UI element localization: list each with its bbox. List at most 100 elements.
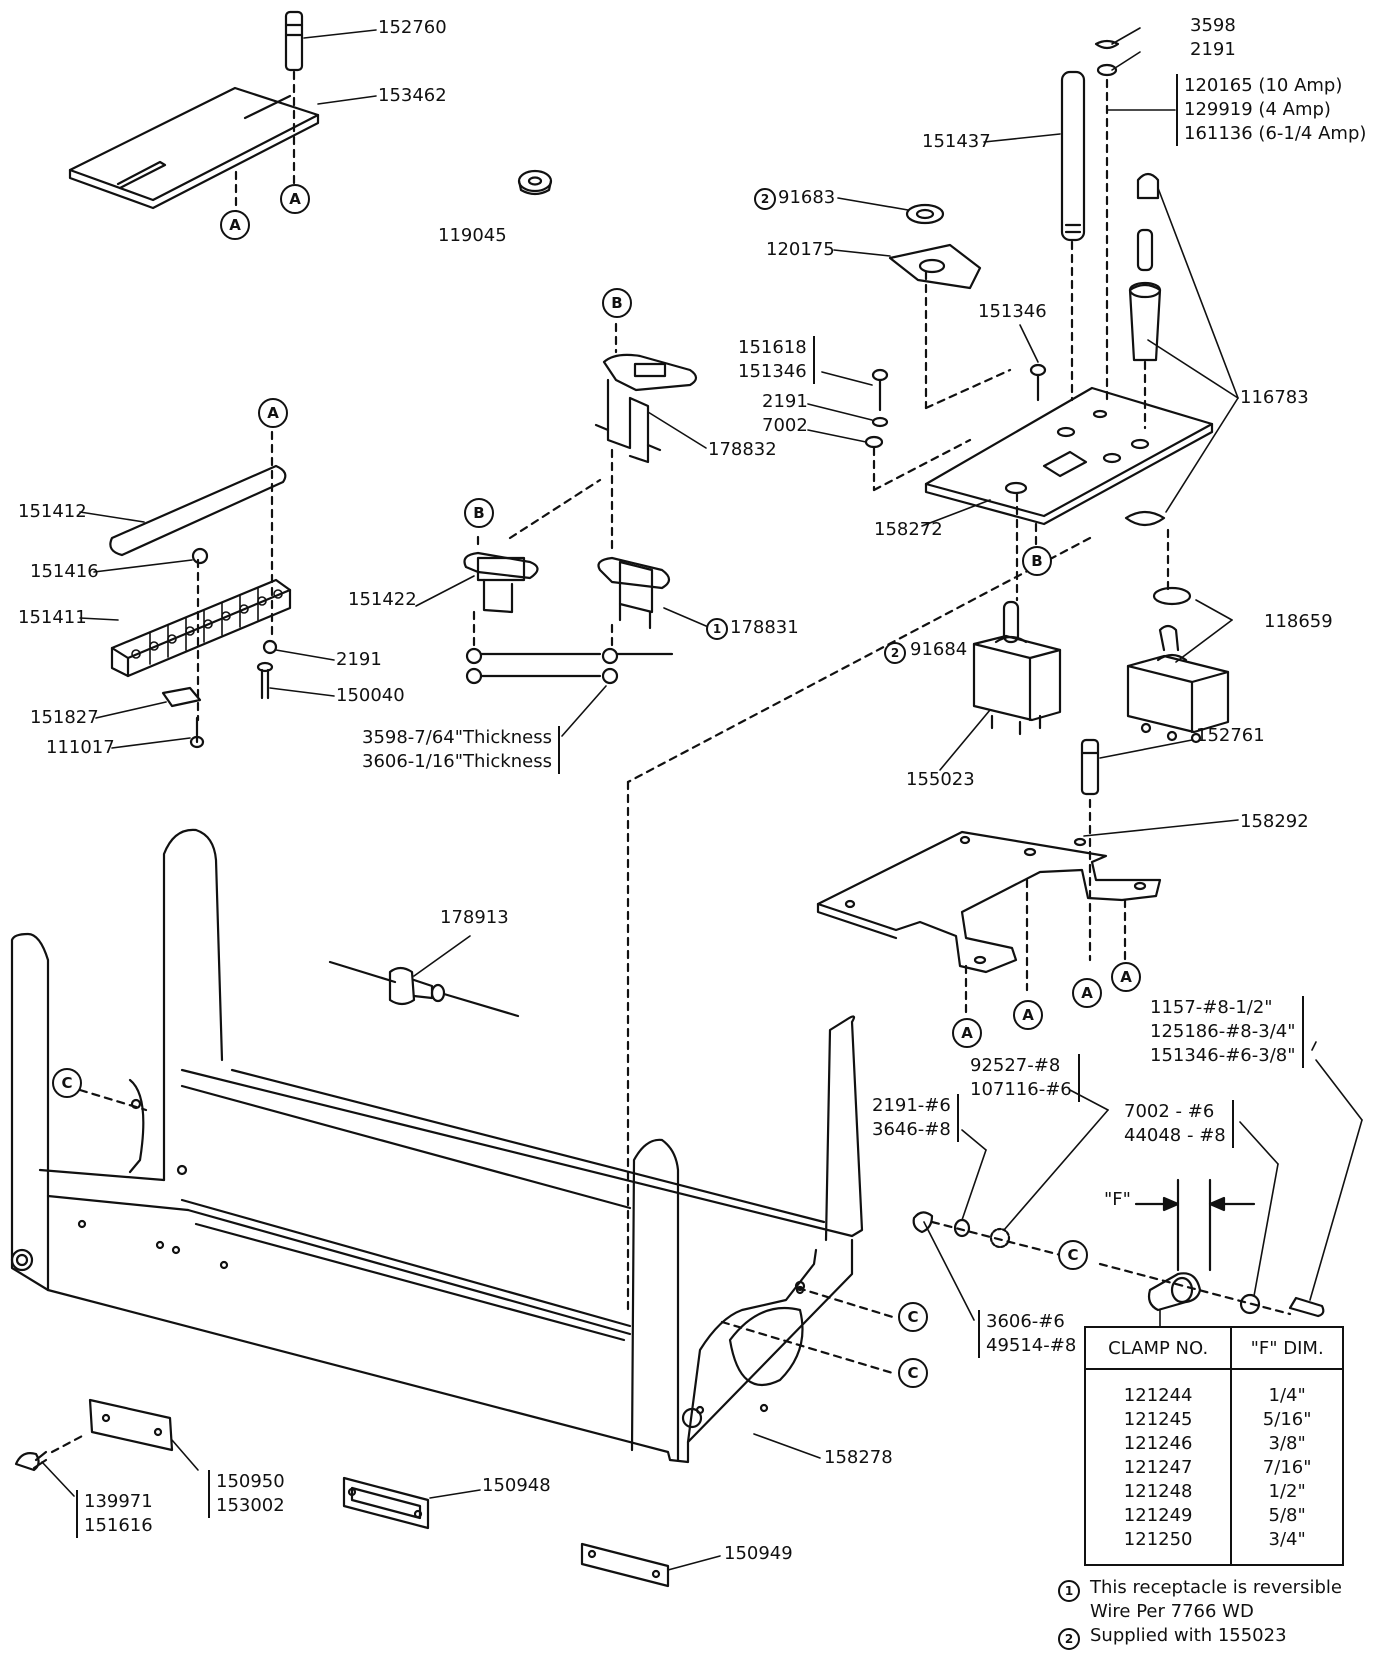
label-158272: 158272: [874, 519, 943, 540]
label-178831: 178831: [730, 617, 799, 638]
screw-139971-drawing: [14, 1450, 48, 1472]
label-119045: 119045: [438, 225, 507, 246]
note1-line1: This receptacle is reversible: [1090, 1577, 1342, 1598]
callout-c-1: C: [52, 1068, 82, 1098]
label-151618: 151618: [738, 337, 807, 358]
clamp-no-cell: 121246: [1085, 1432, 1233, 1456]
label-150040: 150040: [336, 685, 405, 706]
label-3646-8: 3646-#8: [872, 1119, 951, 1140]
toggle-switch-118659-drawing: [1126, 586, 1230, 744]
label-178913: 178913: [440, 907, 509, 928]
label-150950: 150950: [216, 1471, 285, 1492]
column-header-clamp-no: CLAMP NO.: [1085, 1327, 1233, 1370]
screw-group-151618: 151618 151346: [738, 336, 815, 384]
callout-c-3: C: [898, 1302, 928, 1332]
label-2191-mid: 2191: [762, 391, 808, 412]
washer-group-b: 7002 - #6 44048 - #8: [1124, 1100, 1234, 1148]
label-3598-thickness: 3598-7/64"Thickness: [362, 727, 552, 748]
label-158292: 158292: [1240, 811, 1309, 832]
fuse-rating-6amp: 161136 (6-1/4 Amp): [1184, 123, 1367, 144]
label-107116: 107116-#6: [970, 1079, 1072, 1100]
table-row: 121249 5/8": [1085, 1504, 1343, 1528]
label-2191-top: 2191: [1190, 39, 1236, 60]
callout-a-3: A: [258, 398, 288, 428]
label-158278: 158278: [824, 1447, 893, 1468]
label-111017: 111017: [46, 737, 115, 758]
fuse-rating-10amp: 120165 (10 Amp): [1184, 75, 1343, 96]
note1-marker-178831: 1: [706, 618, 728, 640]
label-152761: 152761: [1196, 725, 1265, 746]
screw-151618-drawing: [871, 368, 889, 412]
f-dim-cell: 3/4": [1268, 1529, 1306, 1550]
hardware-row-c-drawing: [912, 1178, 1325, 1318]
label-120175: 120175: [766, 239, 835, 260]
fuse-rating-4amp: 129919 (4 Amp): [1184, 99, 1331, 120]
callout-c-4: C: [898, 1358, 928, 1388]
bracket-178832-drawing: [594, 353, 698, 464]
label-118659: 118659: [1264, 611, 1333, 632]
callout-c-2: C: [1058, 1240, 1088, 1270]
label-151827: 151827: [30, 707, 99, 728]
label-178832: 178832: [708, 439, 777, 460]
label-153002: 153002: [216, 1495, 285, 1516]
callout-a-1: A: [220, 210, 250, 240]
fuse-ratings-group: 120165 (10 Amp) 129919 (4 Amp) 161136 (6…: [1176, 74, 1366, 146]
label-151412: 151412: [18, 501, 87, 522]
plate-153462-drawing: [68, 86, 320, 210]
chassis-158278-drawing: [10, 828, 864, 1464]
clip-151827-drawing: [161, 686, 202, 708]
label-7002-mid: 7002: [762, 415, 808, 436]
label-150949: 150949: [724, 1543, 793, 1564]
nut-151416-drawing: [191, 547, 209, 565]
column-header-f-dim: "F" DIM.: [1231, 1327, 1343, 1370]
f-dim-label: "F": [1104, 1189, 1131, 1210]
screw-group-right: 1157-#8-1/2" 125186-#8-3/4" 151346-#6-3/…: [1150, 996, 1304, 1068]
label-151437: 151437: [922, 131, 991, 152]
label-91683: 91683: [778, 187, 836, 208]
post-151437-drawing: [1060, 70, 1086, 242]
callout-a-5: A: [1111, 962, 1141, 992]
label-7002-6: 7002 - #6: [1124, 1101, 1215, 1122]
callout-a-6: A: [1013, 1000, 1043, 1030]
screw-150040-drawing: [256, 661, 274, 700]
screw-111017-drawing: [189, 716, 205, 749]
label-152760: 152760: [378, 17, 447, 38]
clamp-no-cell: 121248: [1085, 1480, 1233, 1504]
label-151411: 151411: [18, 607, 87, 628]
label-116783: 116783: [1240, 387, 1309, 408]
label-151616: 151616: [84, 1515, 153, 1536]
f-dim-cell: 1/2": [1268, 1481, 1306, 1502]
clamp-no-cell: 121250: [1085, 1528, 1233, 1565]
callout-b-2: B: [464, 498, 494, 528]
label-151416: 151416: [30, 561, 99, 582]
washer-2191-drawing: [262, 639, 278, 655]
label-44048-8: 44048 - #8: [1124, 1125, 1226, 1146]
toggle-switch-155023-drawing: [972, 600, 1062, 736]
washer-91683-drawing: [905, 203, 945, 225]
clamp-no-cell: 121249: [1085, 1504, 1233, 1528]
label-3598-top: 3598: [1190, 15, 1236, 36]
callout-a-4: A: [1072, 978, 1102, 1008]
label-2191-6: 2191-#6: [872, 1095, 951, 1116]
callout-b-1: B: [602, 288, 632, 318]
f-dim-cell: 5/8": [1268, 1505, 1306, 1526]
note2-marker: 2: [1058, 1628, 1080, 1650]
label-155023: 155023: [906, 769, 975, 790]
fuse-holder-116783-drawing: [1124, 172, 1166, 527]
standoff-152760-drawing: [284, 10, 304, 72]
terminal-block-151411-drawing: [110, 578, 292, 678]
note1-marker: 1: [1058, 1580, 1080, 1602]
plate-158272-drawing: [924, 386, 1214, 526]
label-91684: 91684: [910, 639, 968, 660]
label-151346-alt: 151346: [738, 361, 807, 382]
left-screw-group: 139971 151616: [76, 1490, 153, 1538]
washer-2191-top-drawing: [1096, 63, 1118, 77]
label-2191-left: 2191: [336, 649, 382, 670]
thickness-group: 3598-7/64"Thickness 3606-1/16"Thickness: [362, 726, 560, 774]
label-153462: 153462: [378, 85, 447, 106]
